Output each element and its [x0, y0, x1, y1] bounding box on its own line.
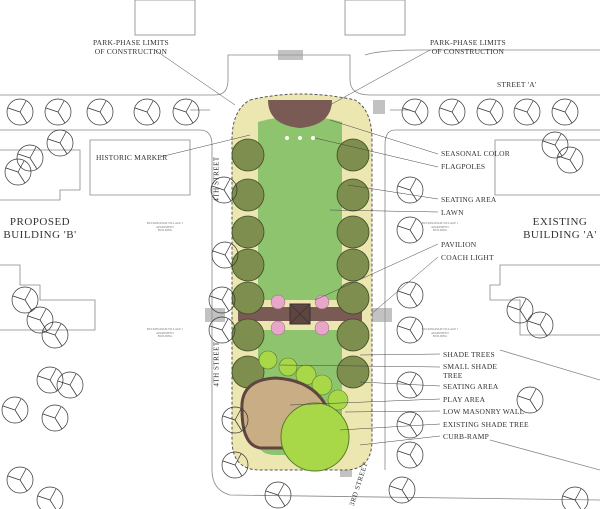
street-tree: [513, 98, 541, 126]
street-tree: [396, 216, 424, 244]
street-tree: [26, 306, 54, 334]
play-area-label: PLAY AREA: [443, 395, 486, 404]
seasonal-color-label: SEASONAL COLOR: [441, 149, 510, 158]
street-tree: [401, 98, 429, 126]
pavilion-label: PAVILION: [441, 240, 477, 249]
pavilion: [289, 303, 311, 325]
street-tree: [36, 366, 64, 394]
flagpoles-label: FLAGPOLES: [441, 162, 486, 171]
street-tree: [46, 129, 74, 157]
street-tree: [476, 98, 504, 126]
street-tree: [388, 476, 416, 504]
shade-tree: [336, 318, 370, 352]
street-tree: [172, 98, 200, 126]
street-tree: [396, 281, 424, 309]
street-a-label: STREET 'A': [497, 80, 537, 89]
shade-tree: [336, 178, 370, 212]
street-tree: [210, 176, 238, 204]
curb-ramp-label: CURB-RAMP: [443, 432, 489, 441]
street-tree: [516, 386, 544, 414]
seating-area-label: SEATING AREA: [441, 195, 497, 204]
street-tree: [11, 286, 39, 314]
street-tree: [208, 286, 236, 314]
shade-tree: [336, 281, 370, 315]
street-tree: [208, 316, 236, 344]
shade-tree: [231, 281, 265, 315]
shade-tree: [336, 138, 370, 172]
street-tree: [556, 146, 584, 174]
lawn-upper: [258, 116, 342, 300]
street-tree: [221, 451, 249, 479]
fourth-street-label-upper: 4TH STREET: [212, 156, 221, 202]
street-tree: [56, 371, 84, 399]
street-tree: [221, 406, 249, 434]
street-tree: [86, 98, 114, 126]
street-tree: [506, 296, 534, 324]
street-tree: [36, 486, 64, 509]
historic-marker-label: HISTORIC MARKER: [96, 153, 168, 162]
street-tree: [44, 98, 72, 126]
street-tree: [551, 98, 579, 126]
street-tree: [133, 98, 161, 126]
shade-tree: [336, 248, 370, 282]
street-tree: [211, 241, 239, 269]
street-tree: [264, 481, 292, 509]
coach-light-label: COACH LIGHT: [441, 253, 494, 262]
street-tree: [396, 441, 424, 469]
seasonal-color-bed: [268, 100, 332, 128]
street-tree: [41, 321, 69, 349]
flagpoles: [285, 136, 315, 140]
shade-tree: [231, 138, 265, 172]
street-tree: [6, 98, 34, 126]
street-tree: [16, 144, 44, 172]
street-tree: [541, 131, 569, 159]
street-tree: [1, 396, 29, 424]
street-tree: [438, 98, 466, 126]
street-tree: [526, 311, 554, 339]
street-tree: [4, 158, 32, 186]
street-tree: [6, 466, 34, 494]
shade-tree: [231, 318, 265, 352]
shade-tree: [336, 355, 370, 389]
fourth-street-label-lower: 4TH STREET: [212, 341, 221, 387]
shade-tree: [231, 178, 265, 212]
existing-street-trees: [1, 98, 589, 509]
seating-area-label-lower: SEATING AREA: [443, 382, 499, 391]
shade-tree: [231, 215, 265, 249]
shade-tree: [231, 248, 265, 282]
shade-trees: [231, 138, 370, 389]
street-tree: [396, 316, 424, 344]
street-tree: [396, 176, 424, 204]
lawn-label: LAWN: [441, 208, 464, 217]
existing-shade-tree: [280, 402, 350, 472]
small-shade-trees: [258, 350, 349, 411]
shade-tree: [336, 215, 370, 249]
street-tree: [561, 486, 589, 509]
street-tree: [396, 411, 424, 439]
leader-lines: [154, 49, 441, 446]
shade-trees-label: SHADE TREES: [443, 350, 495, 359]
street-tree: [41, 404, 69, 432]
low-masonry-wall-label: LOW MASONRY WALL: [443, 407, 525, 416]
existing-shade-tree-label: EXISTING SHADE TREE: [443, 420, 529, 429]
